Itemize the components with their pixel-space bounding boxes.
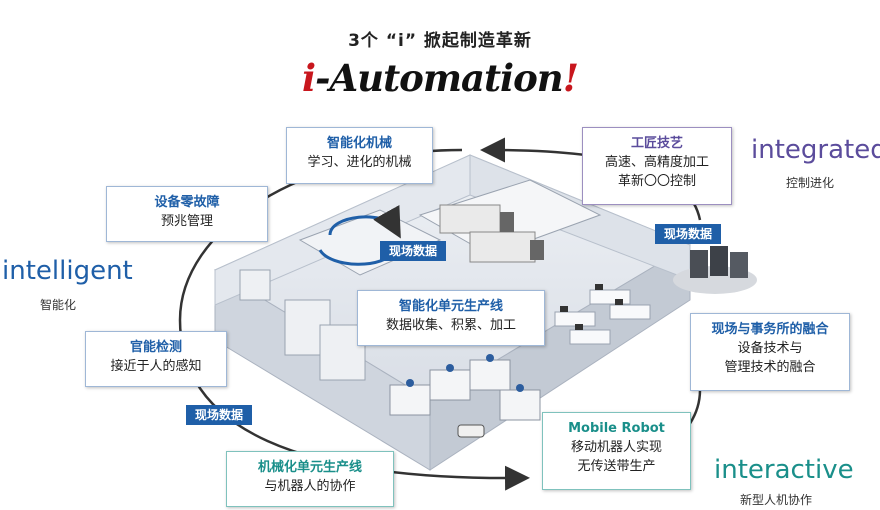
tag-field-data-right: 现场数据 bbox=[655, 224, 722, 244]
pillar-intelligent-sub: 智能化 bbox=[40, 298, 77, 312]
server-cloud-icon bbox=[673, 246, 757, 294]
i-automation-logo: i-Automation! bbox=[302, 56, 579, 100]
pillar-interactive-title: interactive bbox=[714, 455, 854, 485]
tag-field-data-left: 现场数据 bbox=[186, 405, 253, 425]
box-mobile-robot: Mobile Robot 移动机器人实现 无传送带生产 bbox=[542, 412, 691, 490]
box-craft-skill: 工匠技艺 高速、高精度加工 革新〇〇控制 bbox=[582, 127, 732, 205]
pillar-interactive-sub: 新型人机协作 bbox=[740, 493, 813, 507]
box-site-office-fusion: 现场与事务所的融合 设备技术与 管理技术的融合 bbox=[690, 313, 850, 391]
header-subtitle: 3个 “i” 掀起制造革新 bbox=[348, 31, 532, 51]
pillar-intelligent-title: intelligent bbox=[2, 256, 133, 286]
box-sensory-inspection: 官能检测 接近于人的感知 bbox=[85, 331, 227, 387]
box-smart-machine: 智能化机械 学习、进化的机械 bbox=[286, 127, 433, 184]
box-zero-fault: 设备零故障 预兆管理 bbox=[106, 186, 268, 242]
box-mech-cell-line: 机械化单元生产线 与机器人的协作 bbox=[226, 451, 394, 507]
tag-field-data-center: 现场数据 bbox=[380, 241, 447, 261]
factory-floor bbox=[213, 154, 692, 471]
pillar-integrated-title: integrated bbox=[751, 135, 880, 165]
pillar-integrated-sub: 控制进化 bbox=[786, 176, 835, 190]
box-smart-cell-line: 智能化单元生产线 数据收集、积累、加工 bbox=[357, 290, 545, 346]
